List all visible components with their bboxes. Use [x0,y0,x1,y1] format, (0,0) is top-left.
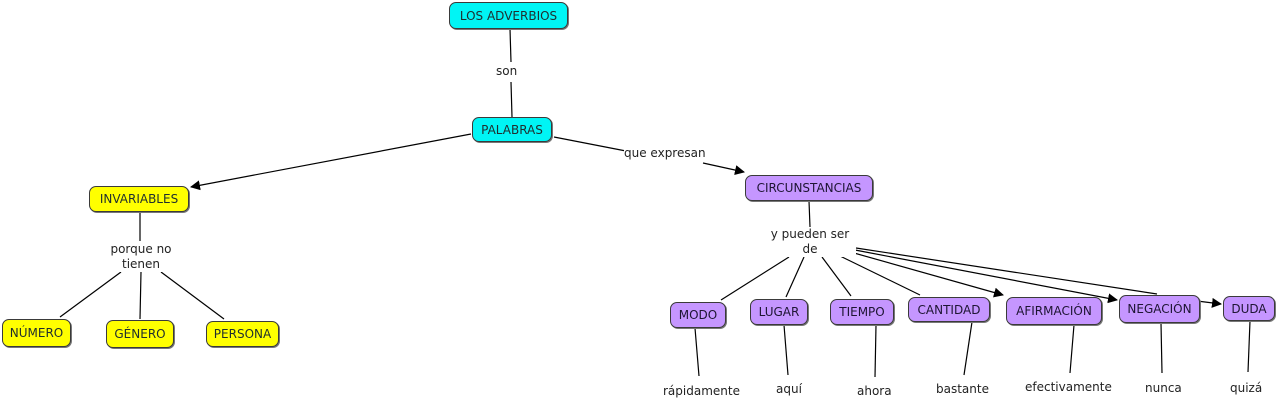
line-negacion-example [1160,322,1163,374]
line-ypueden-cantidad [839,255,921,296]
line-modo-example [694,327,700,377]
example-rapidamente: rápidamente [663,384,740,399]
line-duda-example [1247,320,1251,373]
line-lugar-example [783,324,789,376]
arrow-ypueden-afirmacion [853,252,1004,298]
example-quiza: quizá [1230,381,1263,396]
node-invariables[interactable]: INVARIABLES [89,186,189,212]
line-ypueden-tiempo [821,256,852,297]
arrow-queexpresan-circunstancias [702,162,745,175]
line-circ-ypueden [808,200,811,228]
link-porque-no-tienen: porque no tienen [104,242,178,272]
line-cantidad-example [963,321,973,376]
example-aqui: aquí [776,382,802,397]
arrow-palabras-invariables [190,133,472,191]
arrow-ypueden-duda-b [1196,297,1222,308]
node-modo[interactable]: MODO [670,302,726,328]
link-porque-line1: porque no [110,242,172,256]
line-son-palabras [510,81,513,118]
line-ypueden-duda-a [855,247,1158,295]
node-afirmacion[interactable]: AFIRMACIÓN [1006,297,1102,325]
link-que-expresan: que expresan [624,146,706,161]
node-cantidad[interactable]: CANTIDAD [908,297,990,322]
node-tiempo[interactable]: TIEMPO [830,299,894,325]
node-lugar[interactable]: LUGAR [750,299,808,325]
example-nunca: nunca [1145,381,1182,396]
example-efectivamente: efectivamente [1025,380,1112,395]
line-ypueden-lugar [785,256,805,298]
node-palabras[interactable]: PALABRAS [472,117,552,142]
node-negacion[interactable]: NEGACIÓN [1119,295,1200,323]
link-porque-line2: tienen [121,257,160,271]
link-ypueden-line1: y pueden ser [770,227,850,241]
example-bastante: bastante [936,382,989,397]
line-palabras-queexpresan [553,136,627,152]
node-circunstancias[interactable]: CIRCUNSTANCIAS [745,175,873,201]
line-afirmacion-example [1069,324,1075,374]
node-numero[interactable]: NÚMERO [2,319,71,347]
line-porque-numero [59,271,122,318]
node-duda[interactable]: DUDA [1223,296,1275,321]
link-y-pueden-ser-de: y pueden ser de [764,227,856,257]
example-ahora: ahora [857,384,892,399]
line-porque-genero [139,271,142,320]
line-tiempo-example [874,324,877,378]
line-root-son [509,28,512,63]
link-son: son [496,64,518,79]
node-persona[interactable]: PERSONA [206,321,279,347]
node-los-adverbios[interactable]: LOS ADVERBIOS [449,2,568,29]
node-genero[interactable]: GÉNERO [106,320,174,348]
line-ypueden-modo [720,256,790,301]
arrow-ypueden-negacion [854,249,1118,304]
link-ypueden-line2: de [802,242,818,256]
line-porque-persona [160,271,225,320]
